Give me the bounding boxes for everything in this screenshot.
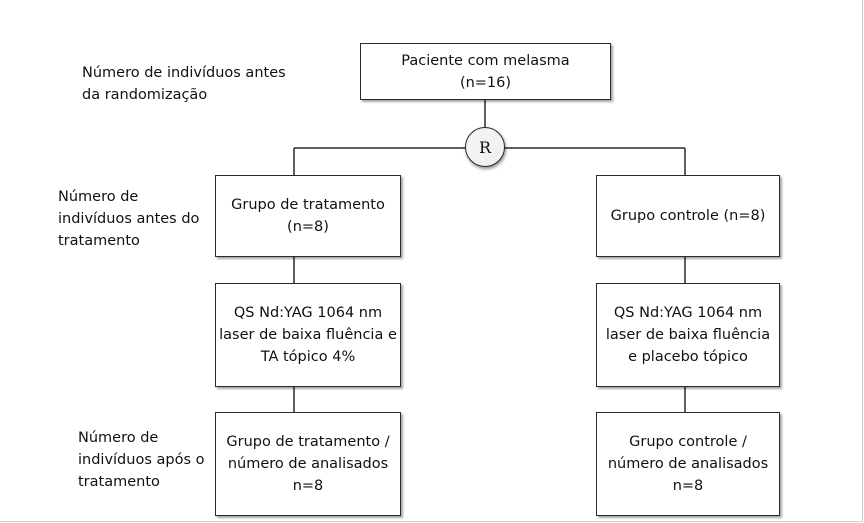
control-group-box: Grupo controle (n=8)	[596, 175, 780, 257]
patient-box: Paciente com melasma (n=16)	[360, 43, 611, 100]
box-line: e placebo tópico	[628, 349, 748, 365]
randomization-symbol: R	[478, 137, 492, 157]
box-line: número de analisados	[607, 456, 769, 472]
label-line: da randomização	[82, 87, 208, 103]
label-line: Número de	[78, 430, 159, 446]
label-after-treatment: Número de indivíduos após o tratamento	[78, 427, 205, 493]
label-before-randomization: Número de indivíduos antes da randomizaç…	[82, 62, 286, 106]
box-line: (n=16)	[459, 74, 512, 91]
box-line: laser de baixa fluência e	[219, 327, 397, 343]
box-line: QS Nd:YAG 1064 nm	[613, 305, 763, 321]
treatment-group-box: Grupo de tratamento (n=8)	[215, 175, 401, 257]
box-line: Grupo controle (n=8)	[610, 208, 766, 224]
label-line: Número de	[58, 189, 139, 205]
box-line: n=8	[292, 478, 324, 494]
box-line: n=8	[672, 478, 704, 494]
box-line: QS Nd:YAG 1064 nm	[233, 305, 383, 321]
box-line: Grupo controle /	[629, 434, 747, 450]
label-line: tratamento	[58, 233, 140, 249]
box-line: número de analisados	[227, 456, 389, 472]
label-line: indivíduos após o	[78, 452, 205, 468]
treatment-intervention-box: QS Nd:YAG 1064 nm laser de baixa fluênci…	[215, 283, 401, 387]
randomization-circle: R	[465, 127, 505, 167]
box-line: laser de baixa fluência	[605, 327, 771, 343]
control-intervention-box: QS Nd:YAG 1064 nm laser de baixa fluênci…	[596, 283, 780, 387]
treatment-analysis-box: Grupo de tratamento / número de analisad…	[215, 412, 401, 516]
box-line: Grupo de tratamento /	[226, 434, 390, 450]
box-line: Grupo de tratamento	[231, 197, 385, 213]
label-line: tratamento	[78, 474, 160, 490]
label-before-treatment: Número de indivíduos antes do tratamento	[58, 186, 199, 252]
label-line: indivíduos antes do	[58, 211, 200, 227]
label-line: Número de indivíduos antes	[82, 65, 286, 81]
box-line: (n=8)	[287, 219, 329, 235]
box-line: TA tópico 4%	[260, 349, 356, 365]
control-analysis-box: Grupo controle / número de analisados n=…	[596, 412, 780, 516]
box-line: Paciente com melasma	[401, 52, 570, 69]
